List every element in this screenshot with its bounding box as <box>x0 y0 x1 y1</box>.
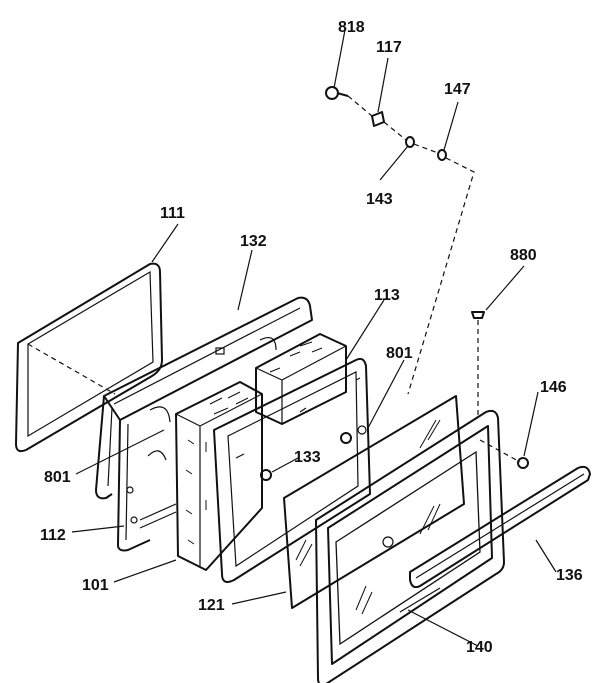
label-801-right: 801 <box>386 345 413 362</box>
washer-801a <box>340 432 352 444</box>
part-labels: 818 117 147 143 111 132 880 113 801 146 … <box>40 19 583 656</box>
leader-lines <box>71 29 557 647</box>
handle-136 <box>409 465 591 589</box>
outer-door-140 <box>315 409 505 683</box>
label-136: 136 <box>556 567 583 584</box>
label-121: 121 <box>198 597 225 614</box>
label-143: 143 <box>366 191 393 208</box>
label-146: 146 <box>540 379 567 396</box>
label-117: 117 <box>376 39 402 56</box>
liner-frame-132 <box>95 296 313 552</box>
label-112: 112 <box>40 527 66 544</box>
clip-117 <box>371 111 385 127</box>
label-147: 147 <box>444 81 471 98</box>
label-140: 140 <box>466 639 493 656</box>
washer-146 <box>517 457 529 469</box>
insulation-box-113 <box>255 333 347 425</box>
label-113: 113 <box>374 287 400 304</box>
assembly-line-111 <box>27 343 116 395</box>
label-880: 880 <box>510 247 537 264</box>
screw-818 <box>325 86 349 100</box>
main-body-101 <box>175 381 263 571</box>
washer-147 <box>437 149 447 161</box>
glass-panel-121 <box>283 395 465 609</box>
label-818: 818 <box>338 19 365 36</box>
label-101: 101 <box>82 577 109 594</box>
screw-880 <box>471 311 485 415</box>
inner-door-panel <box>213 357 371 583</box>
label-132: 132 <box>240 233 267 250</box>
back-panel-111 <box>15 262 163 453</box>
label-133: 133 <box>294 449 321 466</box>
washer-143 <box>405 136 415 148</box>
label-801-left: 801 <box>44 469 71 486</box>
label-111: 111 <box>160 205 185 222</box>
washer-133 <box>260 469 272 481</box>
